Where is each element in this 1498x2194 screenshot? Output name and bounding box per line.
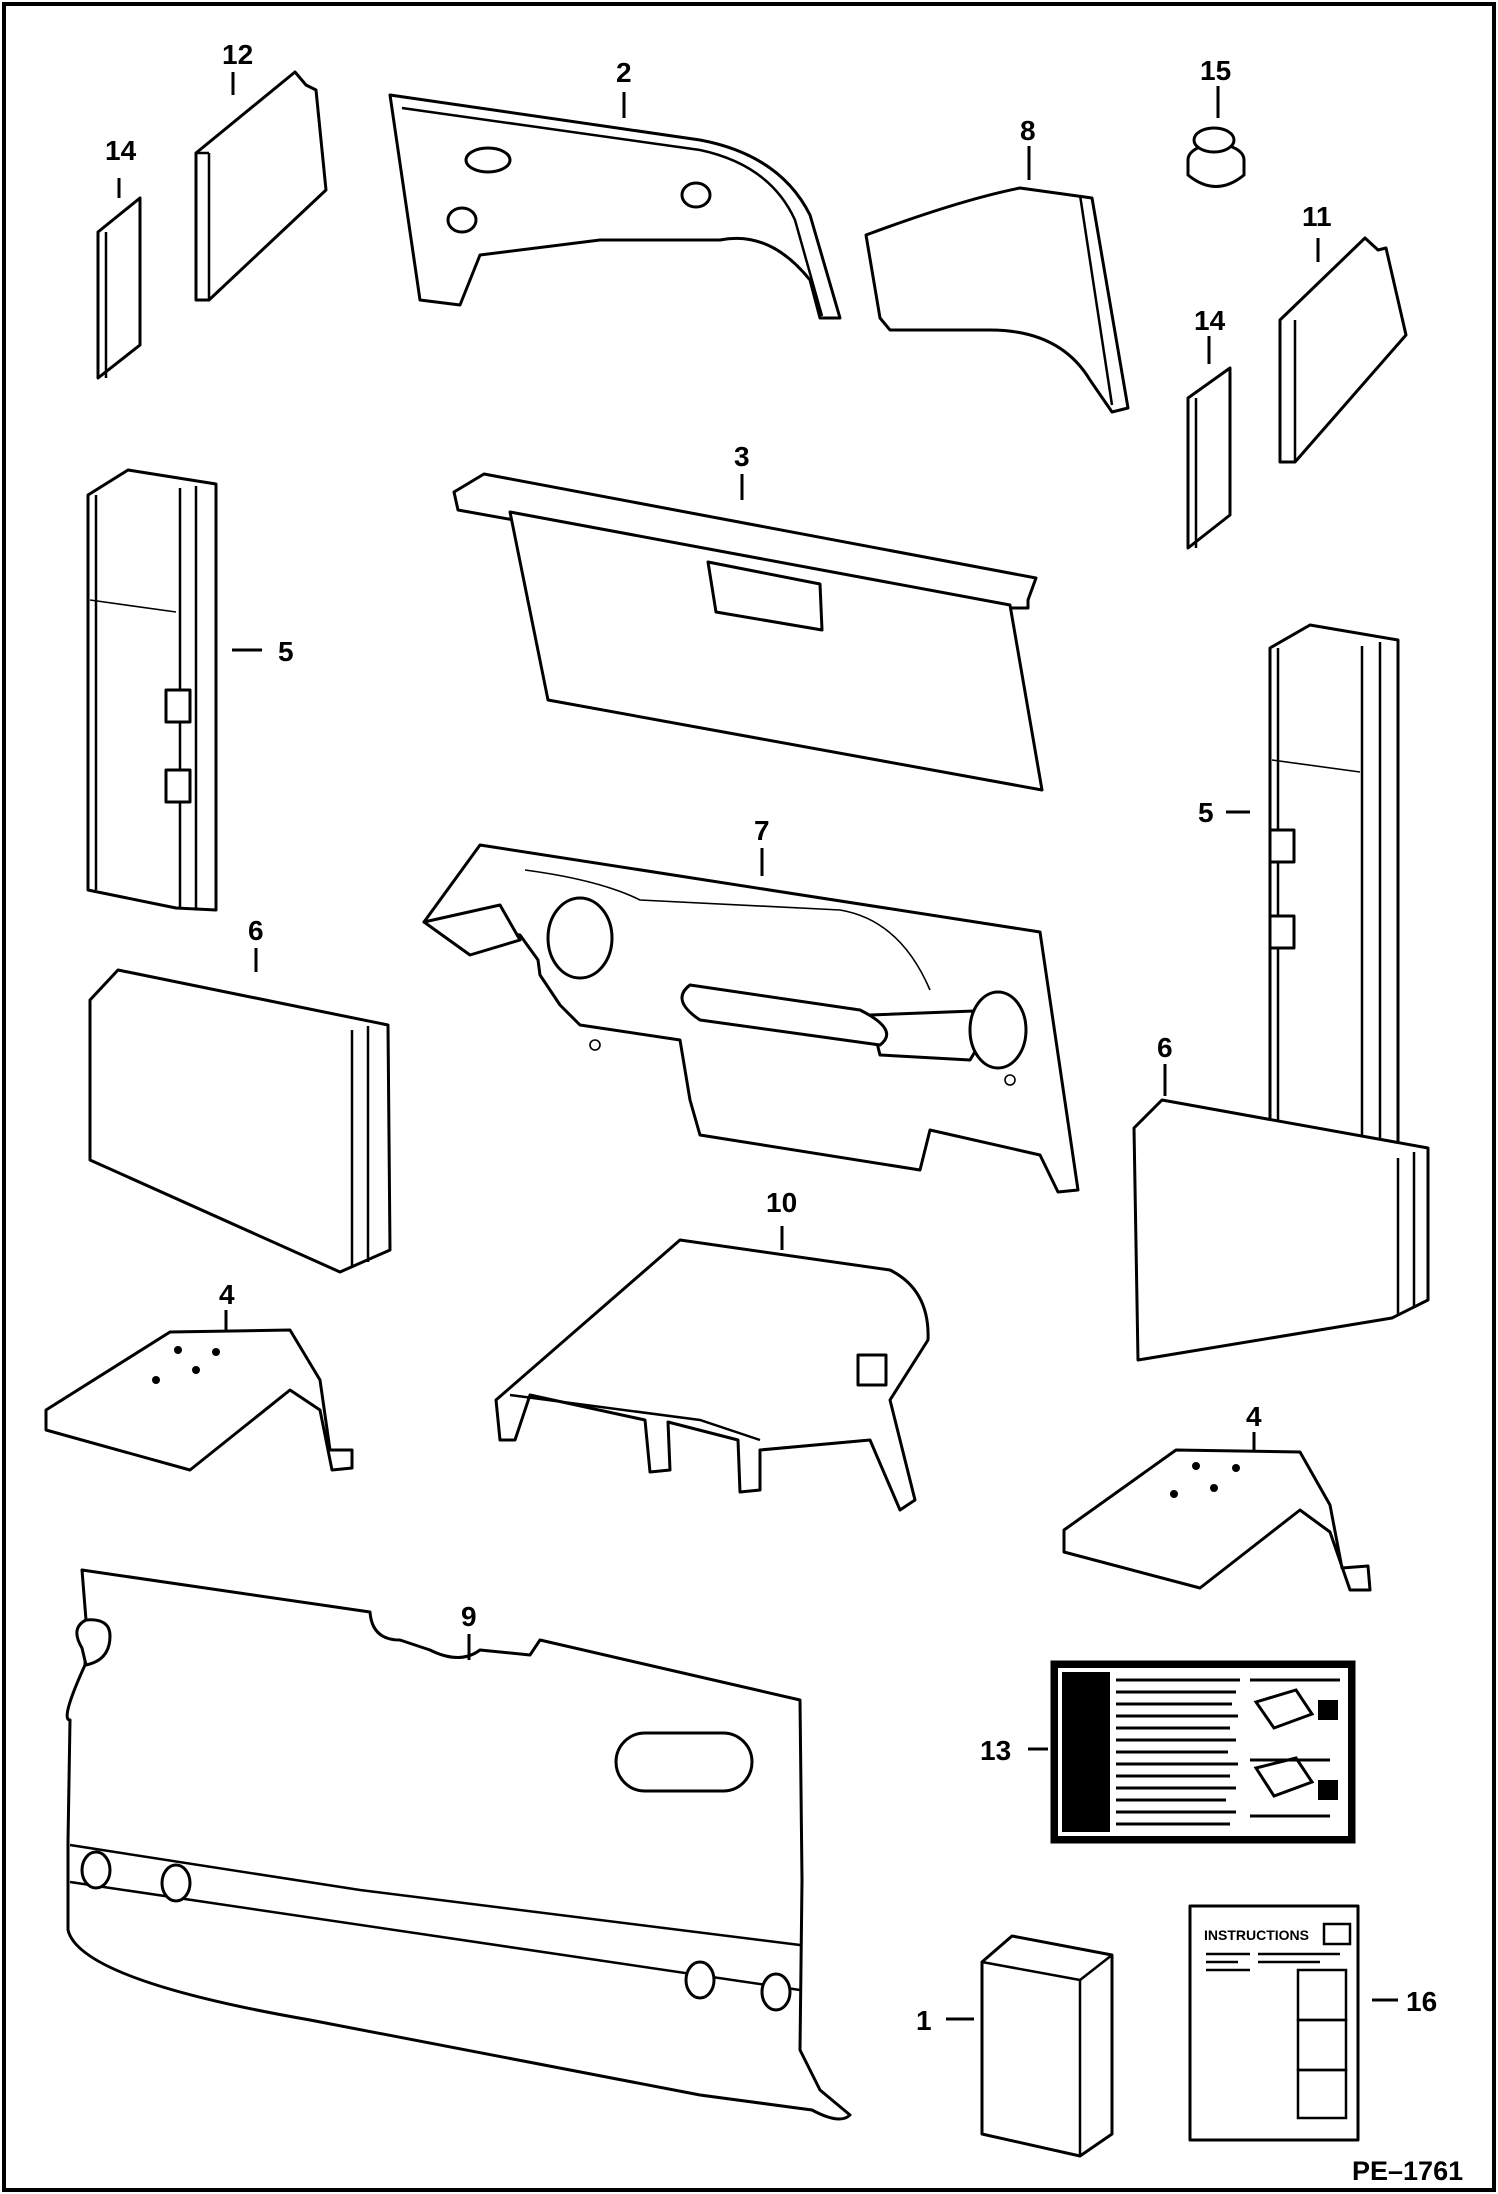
callout-12: 12 — [222, 39, 253, 70]
part-7 — [422, 843, 1080, 1194]
callout-14-left: 14 — [105, 135, 137, 166]
part-1 — [980, 1934, 1114, 2158]
callout-15: 15 — [1200, 55, 1231, 86]
callout-9: 9 — [461, 1601, 477, 1632]
part-9 — [65, 1568, 852, 2121]
part-14-right — [1186, 366, 1232, 550]
part-14-left — [96, 196, 142, 380]
part-10 — [494, 1238, 930, 1512]
part-2 — [388, 93, 842, 320]
callout-4-right: 4 — [1246, 1401, 1262, 1432]
part-8 — [864, 186, 1130, 414]
part-15 — [1186, 126, 1246, 188]
callout-7: 7 — [754, 815, 770, 846]
part-11 — [1278, 236, 1408, 464]
part-16-instructions: INSTRUCTIONS — [1188, 1904, 1360, 2142]
callout-1: 1 — [916, 2005, 932, 2036]
part-6-left — [88, 968, 392, 1274]
callout-8: 8 — [1020, 115, 1036, 146]
callout-16: 16 — [1406, 1986, 1437, 2017]
callout-3: 3 — [734, 441, 750, 472]
part-4-right — [1062, 1448, 1372, 1592]
part-5-left — [86, 468, 218, 912]
part-3 — [452, 472, 1044, 792]
callout-13: 13 — [980, 1735, 1011, 1766]
callout-5-left: 5 — [278, 636, 294, 667]
callout-10: 10 — [766, 1187, 797, 1218]
callout-numbers: 12 14 2 8 15 11 14 3 5 5 7 6 6 10 4 4 9 … — [105, 39, 1437, 2036]
part-6-right — [1132, 1098, 1430, 1362]
instructions-label: INSTRUCTIONS — [1204, 1927, 1309, 1943]
callout-11: 11 — [1302, 201, 1332, 232]
callout-4-left: 4 — [219, 1279, 235, 1310]
callout-6-right: 6 — [1157, 1032, 1173, 1063]
figure-code: PE–1761 — [1352, 2156, 1463, 2186]
callout-14-right: 14 — [1194, 305, 1226, 336]
callout-5-right: 5 — [1198, 797, 1214, 828]
callout-6-left: 6 — [248, 915, 264, 946]
part-4-left — [44, 1328, 354, 1472]
part-12 — [194, 70, 328, 302]
callout-leaders — [117, 72, 1398, 2021]
callout-2: 2 — [616, 57, 632, 88]
part-13-decal — [1050, 1660, 1356, 1844]
